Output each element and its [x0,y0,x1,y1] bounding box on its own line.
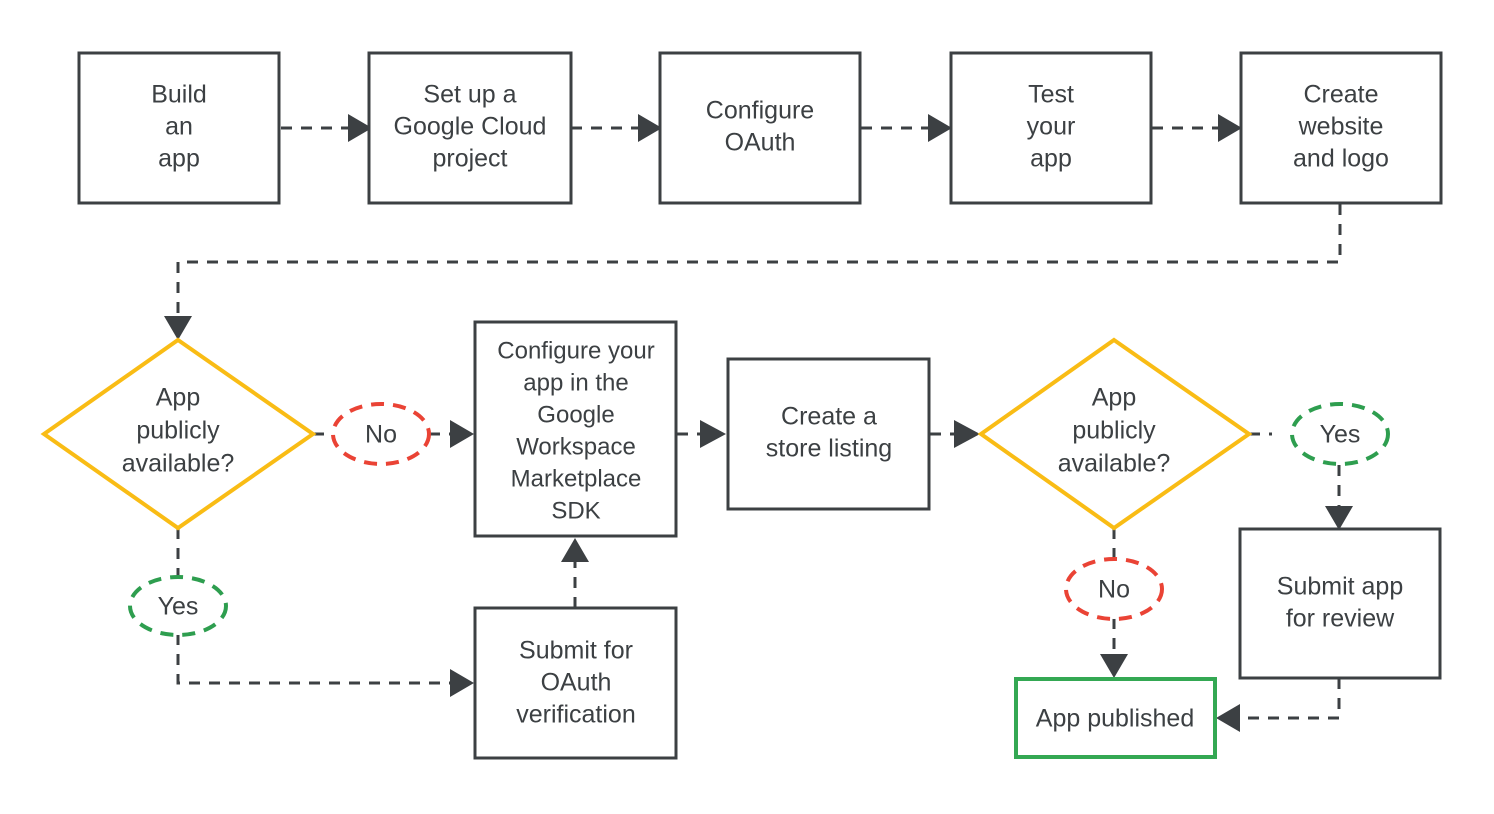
arrow-head-icon [164,316,192,340]
node-label-line: available? [1058,450,1171,478]
edge-label-yes-right: Yes [1290,402,1390,466]
node-configure-oauth[interactable]: Configure OAuth [658,51,862,205]
node-submit-app-for-review[interactable]: Submit app for review [1238,527,1442,680]
node-label-line: available? [122,450,235,478]
edge-review-to-published [1216,678,1341,732]
node-app-published[interactable]: App published [1014,677,1217,759]
node-configure-app-in-marketplace-sdk[interactable]: Configure your app in the Google Workspa… [473,320,678,538]
node-label-line: Google Cloud [394,113,547,141]
edge-test-to-website [1152,114,1242,142]
edge-label-no-right: No [1064,557,1164,621]
edge-build-to-setup [281,114,372,142]
node-decision-app-publicly-available-left[interactable]: App publicly available? [40,337,317,531]
node-shape-rect [949,51,1153,205]
node-shape-diamond [40,337,317,531]
node-create-website-and-logo[interactable]: Create website and logo [1239,51,1443,205]
node-set-up-google-cloud-project[interactable]: Set up a Google Cloud project [367,51,573,205]
node-decision-app-publicly-available-right[interactable]: App publicly available? [977,337,1253,531]
arrow-head-icon [1218,114,1242,142]
node-label-line: SDK [551,497,600,524]
arrow-head-icon [1216,704,1240,732]
edge-website-to-decision-left [164,204,1342,340]
edge-oauth-to-test [861,114,952,142]
arrow-head-icon [450,669,474,697]
node-shape-rect [367,51,573,205]
node-shape-rect [77,51,281,205]
node-label-line: App [156,384,200,412]
arrow-head-icon [954,420,980,448]
node-label-line: OAuth [725,129,796,157]
node-shape-rect [1014,677,1217,759]
edge-oauth-verification-to-sdk [561,538,589,608]
node-label-line: Test [1028,81,1074,109]
edge-label-text: No [365,421,397,449]
edge-label-no-left: No [331,402,431,466]
node-build-an-app[interactable]: Build an app [77,51,281,205]
arrow-head-icon [700,420,726,448]
node-label-line: an [165,113,193,141]
edge-layer [164,114,1353,732]
node-label-line: verification [516,701,636,729]
node-label-line: App published [1036,705,1194,733]
edge-label-text: Yes [158,593,199,621]
node-shape-rect [473,606,678,760]
edge-setup-to-oauth [571,114,662,142]
edge-label-text: Yes [1320,421,1361,449]
node-label-line: app in the [523,369,628,396]
arrow-head-icon [561,538,589,562]
node-shape-diamond [977,337,1253,531]
node-label-line: Google [537,401,614,428]
node-label-line: Workspace [516,433,636,460]
label-ellipse-shape [1064,557,1164,621]
arrow-head-icon [638,114,662,142]
node-shape-rect [658,51,862,205]
edge-label-text: No [1098,576,1130,604]
node-label-line: Submit app [1277,573,1403,601]
node-shape-rect [726,357,931,511]
node-label-line: publicly [1072,417,1156,445]
node-label-line: Create a [781,403,877,431]
edge-decision-left-yes [176,528,474,697]
node-label-line: store listing [766,435,892,463]
node-submit-for-oauth-verification[interactable]: Submit for OAuth verification [473,606,678,760]
arrow-head-icon [348,114,372,142]
node-label-line: OAuth [541,669,612,697]
label-ellipse-shape [128,575,228,637]
node-label-line: Build [151,81,207,109]
arrow-head-icon [928,114,952,142]
node-label-line: app [158,145,200,173]
node-label-line: website [1298,113,1384,141]
node-label-line: Configure your [497,337,654,364]
edge-label-yes-left: Yes [128,575,228,637]
edge-sdk-to-store-listing [677,420,726,448]
label-ellipse-shape [331,402,431,466]
edge-decision-right-yes [1249,432,1353,530]
arrow-head-icon [450,420,474,448]
node-label-line: Create [1303,81,1378,109]
label-ellipse-shape [1290,402,1390,466]
node-label-line: Set up a [423,81,516,109]
node-label-line: Marketplace [511,465,642,492]
node-label-line: publicly [136,417,220,445]
node-label-line: App [1092,384,1136,412]
node-test-your-app[interactable]: Test your app [949,51,1153,205]
node-label-line: your [1027,113,1076,141]
node-create-a-store-listing[interactable]: Create a store listing [726,357,931,511]
node-label-line: project [432,145,507,173]
node-shape-rect [473,320,678,538]
node-label-line: for review [1286,605,1395,633]
node-shape-rect [1239,51,1443,205]
node-shape-rect [1238,527,1442,680]
arrow-head-icon [1325,506,1353,530]
edge-decision-right-no [1100,528,1128,678]
arrow-head-icon [1100,654,1128,678]
node-label-line: and logo [1293,145,1389,173]
node-label-line: app [1030,145,1072,173]
edge-store-listing-to-decision-right [930,420,980,448]
node-label-line: Submit for [519,637,633,665]
node-label-line: Configure [706,97,814,125]
